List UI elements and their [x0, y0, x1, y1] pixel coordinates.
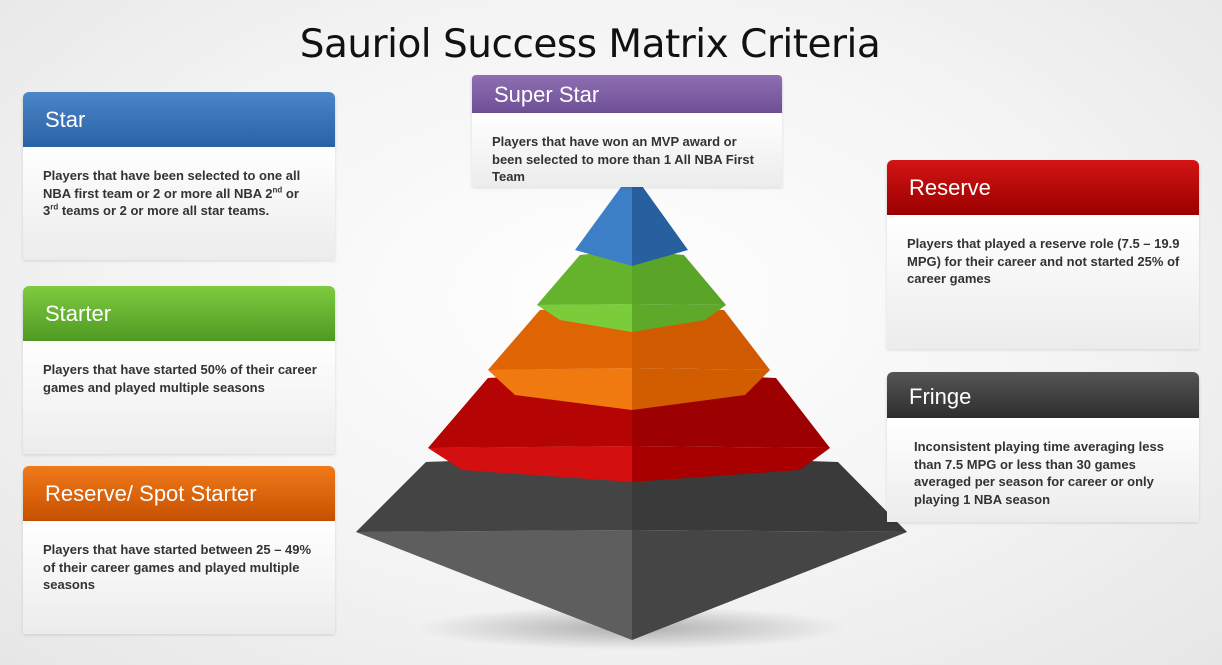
- card-star-sup-2: rd: [50, 202, 59, 212]
- pyramid-tier-gray: [356, 455, 907, 640]
- pyramid-tier-green: [537, 250, 726, 332]
- card-spot-starter: Reserve/ Spot Starter Players that have …: [23, 466, 335, 634]
- card-reserve: Reserve Players that played a reserve ro…: [887, 160, 1199, 349]
- card-fringe-header: Fringe: [887, 372, 1199, 418]
- card-starter: Starter Players that have started 50% of…: [23, 286, 335, 454]
- card-reserve-header: Reserve: [887, 160, 1199, 215]
- card-super-star-body: Players that have won an MVP award or be…: [472, 113, 782, 187]
- card-star: Star Players that have been selected to …: [23, 92, 335, 260]
- card-starter-body: Players that have started 50% of their c…: [23, 341, 335, 454]
- card-star-sup-1: nd: [272, 185, 283, 195]
- card-super-star: Super Star Players that have won an MVP …: [472, 75, 782, 187]
- card-star-body: Players that have been selected to one a…: [23, 147, 335, 260]
- card-star-text-2: or 3: [43, 185, 299, 219]
- card-starter-header: Starter: [23, 286, 335, 341]
- card-super-star-header: Super Star: [472, 75, 782, 113]
- page-title: Sauriol Success Matrix Criteria: [299, 22, 881, 67]
- card-fringe: Fringe Inconsistent playing time averagi…: [887, 372, 1199, 522]
- card-spot-starter-body: Players that have started between 25 – 4…: [23, 521, 335, 634]
- pyramid-tier-blue: [575, 172, 688, 266]
- card-spot-starter-header: Reserve/ Spot Starter: [23, 466, 335, 521]
- card-star-header: Star: [23, 92, 335, 147]
- card-star-text-3: teams or 2 or more all star teams.: [58, 203, 270, 218]
- card-fringe-body: Inconsistent playing time averaging less…: [887, 418, 1199, 522]
- card-star-text-1: Players that have been selected to one a…: [43, 168, 301, 201]
- card-reserve-body: Players that played a reserve role (7.5 …: [887, 215, 1199, 349]
